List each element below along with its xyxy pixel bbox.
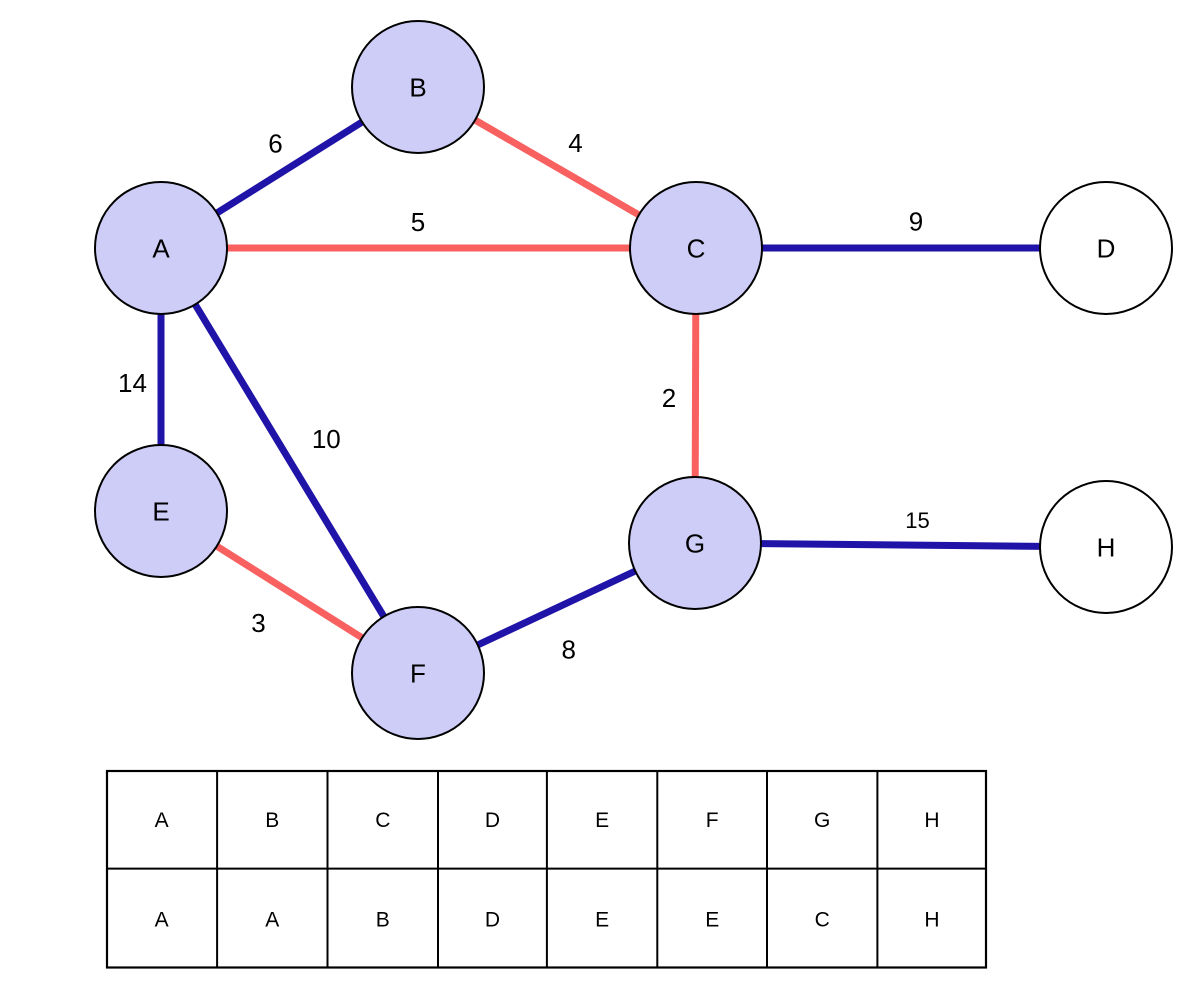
svg-text:H: H — [924, 809, 939, 832]
svg-text:H: H — [924, 908, 939, 931]
svg-text:E: E — [595, 908, 609, 931]
svg-text:C: C — [815, 908, 830, 931]
svg-text:6: 6 — [268, 128, 282, 158]
svg-text:A: A — [155, 809, 169, 832]
svg-text:10: 10 — [312, 424, 341, 454]
svg-text:A: A — [152, 233, 170, 263]
svg-text:B: B — [409, 72, 426, 102]
svg-text:D: D — [485, 809, 500, 832]
svg-text:9: 9 — [909, 206, 923, 236]
svg-text:E: E — [705, 908, 719, 931]
svg-text:4: 4 — [568, 128, 582, 158]
svg-text:E: E — [595, 809, 609, 832]
svg-text:B: B — [376, 908, 390, 931]
svg-text:F: F — [410, 658, 426, 688]
svg-text:H: H — [1097, 532, 1116, 562]
svg-text:D: D — [1097, 233, 1116, 263]
svg-text:G: G — [814, 809, 830, 832]
svg-text:8: 8 — [561, 635, 575, 665]
svg-text:14: 14 — [118, 368, 147, 398]
svg-text:3: 3 — [251, 608, 265, 638]
svg-text:G: G — [685, 528, 705, 558]
svg-text:B: B — [265, 809, 279, 832]
svg-text:C: C — [687, 233, 706, 263]
svg-text:2: 2 — [662, 383, 676, 413]
svg-text:A: A — [155, 908, 169, 931]
svg-text:E: E — [152, 496, 169, 526]
svg-text:A: A — [265, 908, 279, 931]
svg-text:D: D — [485, 908, 500, 931]
svg-text:C: C — [375, 809, 390, 832]
svg-text:F: F — [706, 809, 719, 832]
svg-text:5: 5 — [411, 207, 425, 237]
svg-text:15: 15 — [905, 508, 929, 533]
